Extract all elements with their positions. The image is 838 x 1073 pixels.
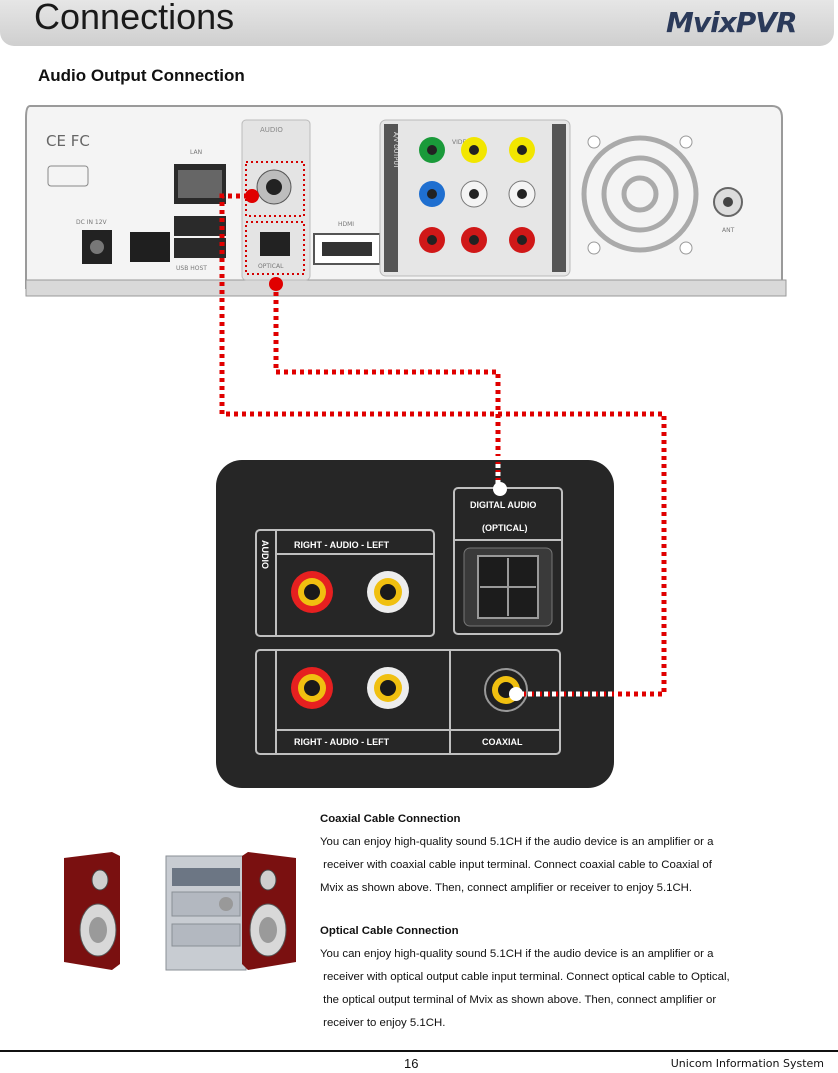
page-title: Connections: [34, 0, 235, 37]
audio-group-label: AUDIO: [260, 126, 283, 134]
video-label: VIDEO: [452, 139, 471, 146]
left-speaker: [64, 852, 120, 970]
coaxial-label: COAXIAL: [482, 737, 523, 747]
receiver-input-panel: AUDIO RIGHT - AUDIO - LEFT DIGITAL AUDIO…: [216, 460, 614, 788]
audio-left-jack-top: [367, 571, 409, 613]
audio-side-label: AUDIO: [260, 540, 270, 569]
coaxial-description: Coaxial Cable Connection You can enjoy h…: [320, 808, 790, 900]
coaxial-input-jack: [484, 668, 528, 712]
right-speaker: [242, 852, 296, 970]
usb-host-port-2: [174, 238, 226, 258]
coaxial-line: You can enjoy high-quality sound 5.1CH i…: [320, 836, 714, 848]
rohs-mark: [47, 165, 89, 187]
optical-line: the optical output terminal of Mvix as s…: [320, 994, 717, 1006]
page-number: 16: [404, 1056, 419, 1071]
rl-bottom-label: RIGHT - AUDIO - LEFT: [294, 737, 390, 747]
audio-left-jack-bottom: [367, 667, 409, 709]
device-rear-panel: CE FC DC IN 12V LAN USB HOST AUDIO OPTIC…: [25, 105, 787, 297]
page-header: Connections MvixPVR: [0, 0, 834, 46]
audio-right-jack-top: [291, 571, 333, 613]
footer-divider: [0, 1050, 838, 1052]
logo-text: MvixPVR: [666, 6, 797, 39]
coaxial-line: Mvix as shown above. Then, connect ampli…: [320, 882, 693, 894]
rca-jack-row-3: [419, 227, 535, 253]
optical-line: receiver with optical output cable input…: [320, 971, 730, 983]
optical-line: You can enjoy high-quality sound 5.1CH i…: [320, 948, 714, 960]
av-output-label: A/V OUTPUT: [392, 132, 399, 169]
usb-label: USB HOST: [176, 265, 207, 272]
optical-jack: [260, 232, 290, 256]
rca-jack-row-2: [419, 180, 536, 208]
rca-jack-row-1: [419, 137, 535, 163]
stereo-system-image: [64, 852, 296, 971]
optical-description: Optical Cable Connection You can enjoy h…: [320, 920, 790, 1035]
lan-label: LAN: [190, 149, 202, 156]
optical-input-jack: [463, 547, 553, 627]
ce-mark: CE FC: [46, 132, 90, 150]
rl-top-label: RIGHT - AUDIO - LEFT: [294, 540, 390, 550]
digital-audio-label: DIGITAL AUDIO: [470, 500, 536, 510]
mvix-logo: MvixPVR: [666, 6, 798, 39]
optical-sub-label: (OPTICAL): [482, 523, 528, 533]
optical-label: OPTICAL: [258, 263, 284, 270]
stereo-main-unit: [165, 855, 247, 971]
hdmi-label: HDMI: [338, 221, 354, 228]
optical-line: receiver to enjoy 5.1CH.: [320, 1017, 446, 1029]
usb-host-port-1: [174, 216, 226, 236]
optical-cable-line: [273, 284, 501, 488]
optical-title: Optical Cable Connection: [320, 925, 459, 937]
audio-right-jack-bottom: [291, 667, 333, 709]
ant-label: ANT: [722, 227, 735, 234]
section-title: Audio Output Connection: [38, 66, 245, 85]
company-name: Unicom Information System: [670, 1057, 824, 1070]
usb-port-left: [130, 232, 170, 262]
dc-label: DC IN 12V: [76, 219, 108, 226]
coaxial-title: Coaxial Cable Connection: [320, 813, 461, 825]
coaxial-line: receiver with coaxial cable input termin…: [320, 859, 712, 871]
